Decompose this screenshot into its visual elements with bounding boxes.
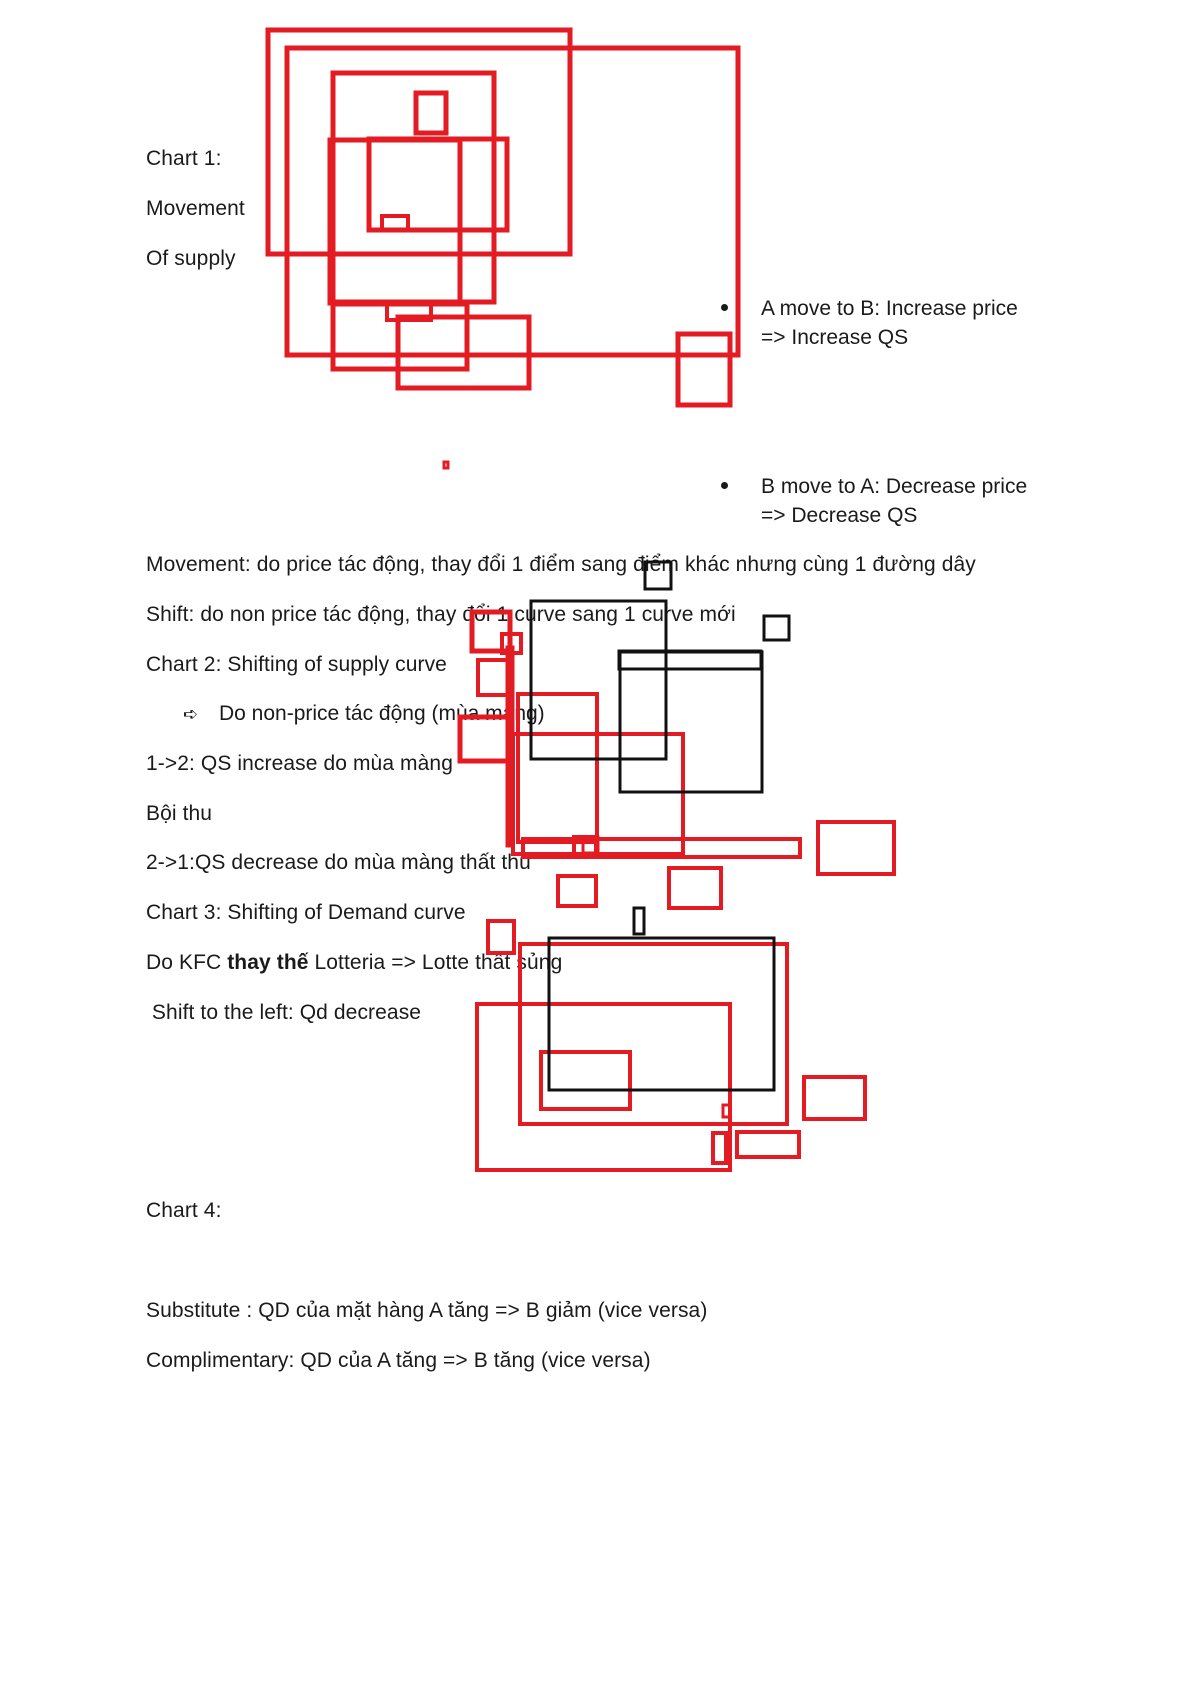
black-annotation-box — [632, 906, 646, 936]
black-annotation-box — [617, 649, 763, 671]
red-annotation-box — [395, 314, 532, 391]
red-annotation-box — [675, 331, 733, 408]
red-annotation-box — [556, 874, 598, 908]
bullet-b-to-a-line1: B move to A: Decrease price — [761, 475, 1028, 498]
kfc-bold-text: thay thế — [227, 951, 309, 974]
movement-definition: Movement: do price tác động, thay đổi 1 … — [146, 553, 976, 576]
red-annotation-box — [539, 1050, 632, 1111]
red-annotation-box — [486, 919, 516, 955]
black-annotation-box — [618, 650, 764, 794]
chart1-movement-label: Movement — [146, 197, 245, 220]
red-annotation-box — [475, 1002, 732, 1172]
red-annotation-box — [380, 214, 410, 232]
bullet-a-to-b-line2: => Increase QS — [761, 326, 909, 349]
qs-decrease-line: 2->1:QS decrease do mùa màng thất thu — [146, 851, 531, 874]
bullet-dot-icon — [721, 304, 728, 311]
chart2-title: Chart 2: Shifting of supply curve — [146, 653, 447, 676]
red-annotation-box — [521, 837, 802, 859]
black-annotation-box — [762, 614, 791, 642]
red-annotation-box — [511, 732, 685, 856]
red-annotation-box — [667, 866, 723, 910]
non-price-item: ➪ Do non-price tác động (mùa màng) — [183, 701, 545, 727]
red-annotation-box — [366, 136, 510, 233]
boi-thu-line: Bội thu — [146, 802, 213, 825]
bullet-b-to-a-line2: => Decrease QS — [761, 504, 918, 527]
red-annotation-box — [735, 1130, 801, 1159]
red-annotation-box — [265, 27, 573, 257]
bullet-a-to-b-line1: A move to B: Increase price — [761, 297, 1018, 320]
red-annotation-box — [505, 645, 515, 848]
red-annotation-box — [284, 45, 741, 358]
red-annotation-box — [385, 300, 433, 322]
substitute-line: Substitute : QD của mặt hàng A tăng => B… — [146, 1299, 708, 1322]
red-annotation-box — [476, 658, 510, 697]
bullet-a-to-b-text: A move to B: Increase price => Increase … — [761, 294, 1018, 352]
red-annotation-box — [330, 70, 497, 305]
bullet-dot-icon — [721, 482, 728, 489]
shift-definition: Shift: do non price tác động, thay đổi 1… — [146, 603, 736, 626]
red-annotation-box — [816, 820, 896, 876]
red-annotation-box — [581, 835, 600, 855]
kfc-pre-text: Do KFC — [146, 951, 228, 974]
qs-increase-line: 1->2: QS increase do mùa màng — [146, 752, 453, 775]
red-annotation-box — [330, 301, 470, 372]
shift-left-line: Shift to the left: Qd decrease — [146, 1001, 422, 1024]
chart1-of-supply-label: Of supply — [146, 247, 236, 270]
red-annotation-box — [500, 632, 523, 655]
red-annotation-box — [572, 835, 598, 859]
kfc-post-text: Lotteria => Lotte thất sủng — [308, 951, 563, 974]
red-annotation-box — [327, 137, 463, 306]
chart4-title: Chart 4: — [146, 1199, 222, 1222]
red-annotation-box — [711, 1131, 728, 1165]
black-annotation-box — [547, 936, 776, 1092]
red-annotation-box — [442, 460, 450, 470]
complimentary-line: Complimentary: QD của A tăng => B tăng (… — [146, 1349, 651, 1372]
red-annotation-box — [802, 1075, 867, 1121]
arrow-right-icon: ➪ — [183, 704, 199, 724]
red-annotation-box — [413, 90, 449, 136]
chart1-label: Chart 1: — [146, 147, 222, 170]
non-price-text: Do non-price tác động (mùa màng) — [219, 702, 545, 725]
red-annotation-box — [721, 1103, 732, 1119]
chart3-title: Chart 3: Shifting of Demand curve — [146, 901, 466, 924]
bullet-b-to-a-text: B move to A: Decrease price => Decrease … — [761, 472, 1027, 530]
kfc-line: Do KFC thay thế Lotteria => Lotte thất s… — [146, 950, 562, 976]
